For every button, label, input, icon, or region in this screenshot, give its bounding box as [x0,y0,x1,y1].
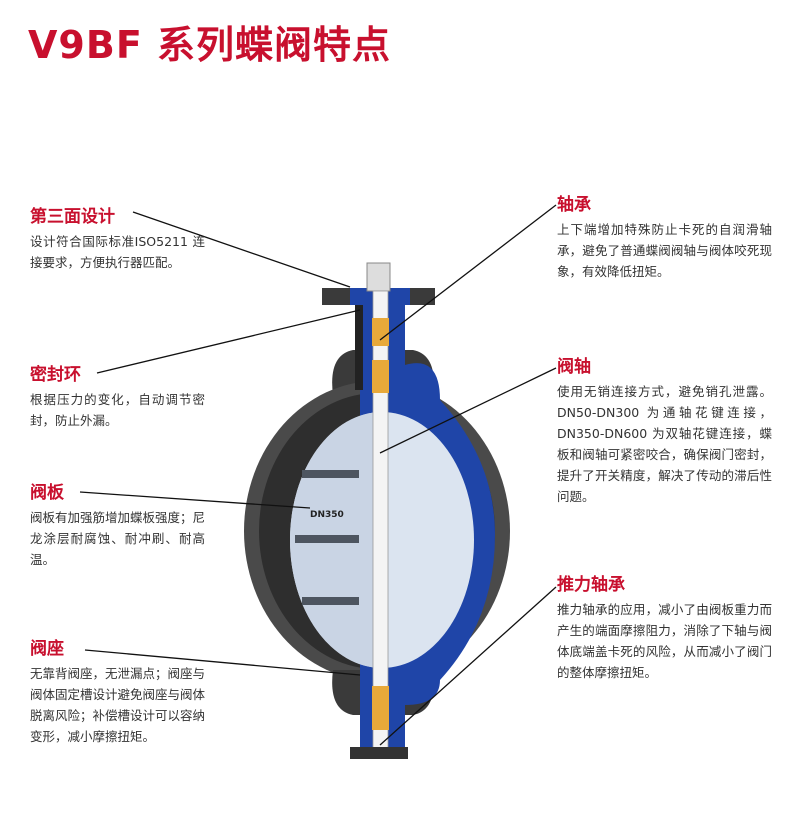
feature-text: 使用无销连接方式，避免销孔泄露。DN50-DN300 为通轴花键连接，DN350… [557,384,772,504]
feature-heading: 推力轴承 [557,575,625,595]
feature-shaft: 阀轴 使用无销连接方式，避免销孔泄露。DN50-DN300 为通轴花键连接，DN… [557,352,772,507]
feature-text: 上下端增加特殊防止卡死的自润滑轴承，避免了普通蝶阀阀轴与阀体咬死现象，有效降低扭… [557,222,772,279]
feature-heading: 密封环 [30,365,81,385]
page-title: V9BF 系列蝶阀特点 [28,23,392,67]
feature-bearing: 轴承 上下端增加特殊防止卡死的自润滑轴承，避免了普通蝶阀阀轴与阀体咬死现象，有效… [557,190,772,282]
disc-marking: DN350 [310,510,344,520]
leader-lines [79,204,557,746]
feature-text: 无靠背阀座，无泄漏点；阀座与阀体固定槽设计避免阀座与阀体脱离风险；补偿槽设计可以… [30,666,206,744]
feature-heading: 阀座 [30,639,64,659]
feature-heading: 轴承 [557,195,591,215]
upper-bearing-2 [372,360,389,393]
feature-disc: 阀板 阀板有加强筋增加蝶板强度；尼龙涂层耐腐蚀、耐冲刷、耐高温。 [30,478,205,570]
feature-seal-ring: 密封环 根据压力的变化，自动调节密封，防止外漏。 [30,360,205,431]
disc-ribs [295,470,359,605]
feature-text: 根据压力的变化，自动调节密封，防止外漏。 [30,392,205,428]
feature-text: 阀板有加强筋增加蝶板强度；尼龙涂层耐腐蚀、耐冲刷、耐高温。 [30,510,206,567]
feature-heading: 阀轴 [557,357,591,377]
valve-body: DN350 [244,262,510,759]
upper-bearing-1 [372,318,389,346]
feature-text: 推力轴承的应用，减小了由阀板重力而产生的端面摩擦阻力，消除了下轴与阀体底端盖卡死… [557,602,772,680]
feature-text: 设计符合国际标准ISO5211 连接要求，方便执行器匹配。 [30,234,205,270]
feature-heading: 第三面设计 [30,207,115,227]
stem-top [366,262,391,292]
feature-seat: 阀座 无靠背阀座，无泄漏点；阀座与阀体固定槽设计避免阀座与阀体脱离风险；补偿槽设… [30,634,205,747]
feature-heading: 阀板 [30,483,64,503]
bottom-cover [350,747,408,759]
feature-thrust-bearing: 推力轴承 推力轴承的应用，减小了由阀板重力而产生的端面摩擦阻力，消除了下轴与阀体… [557,570,772,683]
feature-third-face: 第三面设计 设计符合国际标准ISO5211 连接要求，方便执行器匹配。 [30,202,205,273]
lower-bearing [372,686,389,730]
